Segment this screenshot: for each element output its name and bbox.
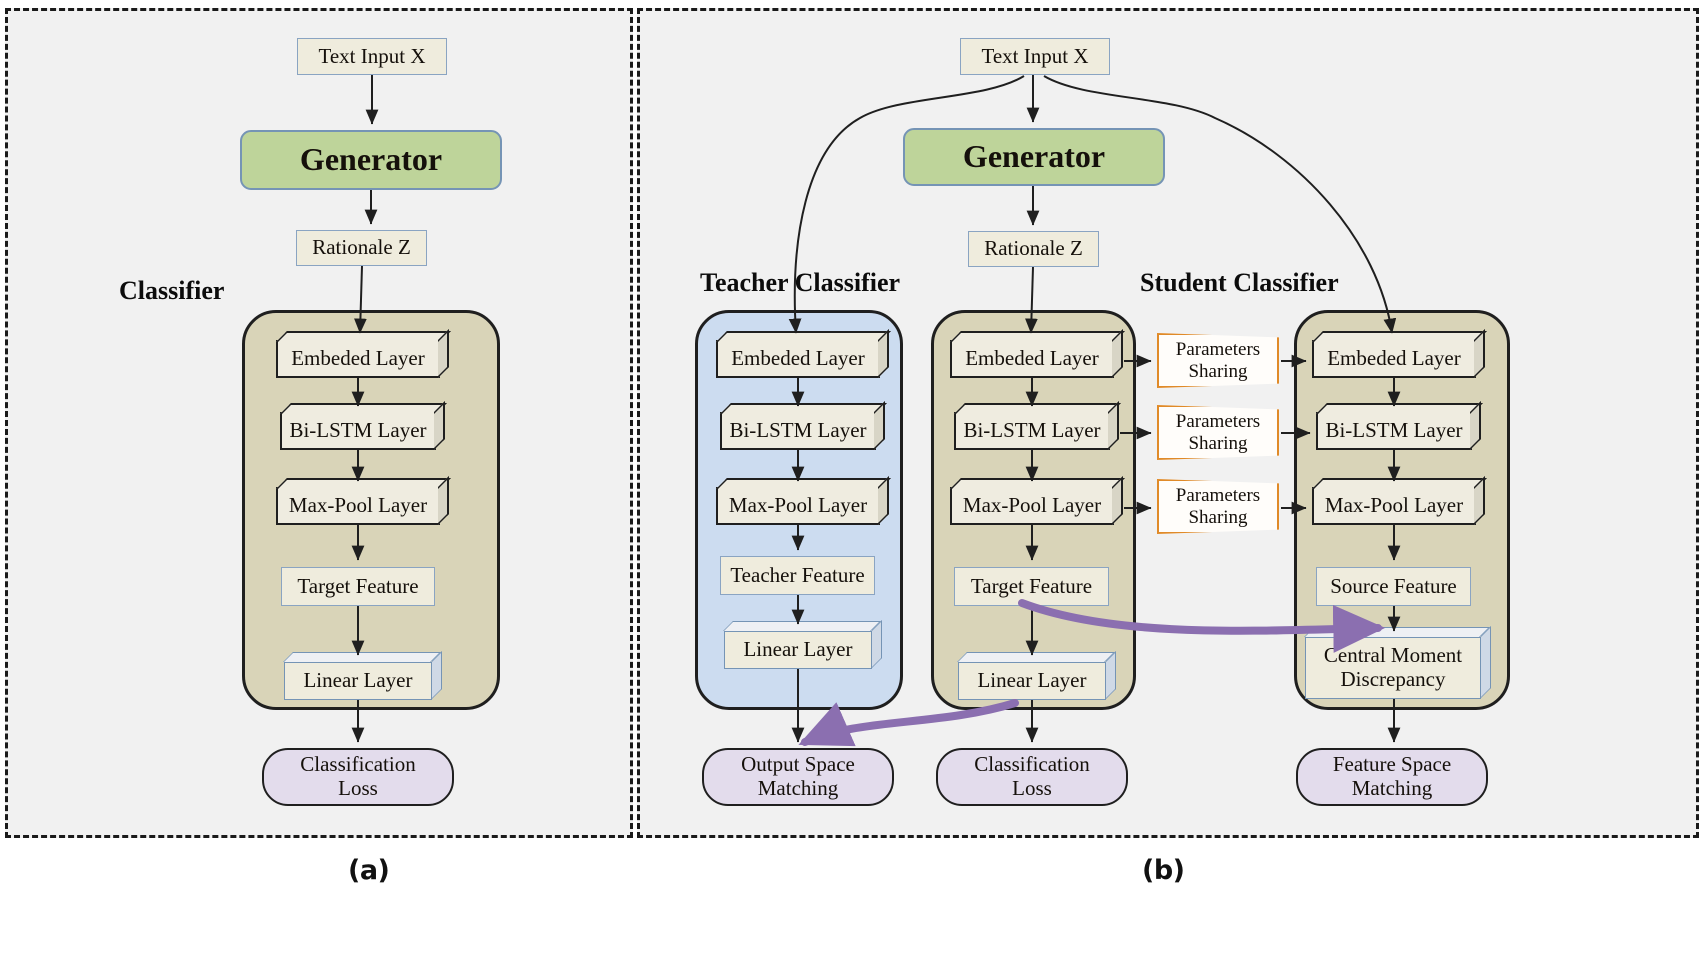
b-student-source-feature-node: Source Feature [1316, 567, 1471, 606]
a-classification-loss-node: Classification Loss [262, 748, 454, 806]
b-feature-space-matching-node: Feature Space Matching [1296, 748, 1488, 806]
b-teacher-maxpool-layer-node: Max-Pool Layer [716, 487, 880, 525]
a-loss-line1: Classification [300, 752, 416, 777]
b-teacher-linear-layer-node: Linear Layer [724, 631, 872, 669]
b-middle-linear-layer-node: Linear Layer [958, 662, 1106, 700]
a-loss-line2: Loss [338, 776, 378, 800]
b-classification-loss-node: Classification Loss [936, 748, 1128, 806]
cmd-line2: Discrepancy [1340, 667, 1446, 691]
b-middle-target-feature-node: Target Feature [954, 567, 1109, 606]
a-maxpool-layer-node: Max-Pool Layer [276, 487, 440, 525]
a-rationale-node: Rationale Z [296, 230, 427, 266]
b-teacher-embedded-layer-node: Embeded Layer [716, 340, 880, 378]
a-bilstm-layer-node: Bi-LSTM Layer [280, 412, 436, 450]
b-student-bilstm-layer-node: Bi-LSTM Layer [1316, 412, 1472, 450]
a-text-input-node: Text Input X [297, 38, 447, 75]
b-rationale-node: Rationale Z [968, 231, 1099, 267]
b-parameters-sharing-1: Parameters Sharing [1157, 333, 1279, 388]
b-student-embedded-layer-node: Embeded Layer [1312, 340, 1476, 378]
b-student-classifier-label: Student Classifier [1140, 268, 1339, 297]
b-student-loss-line2: Matching [1351, 776, 1433, 800]
b-middle-loss-line1: Classification [974, 752, 1090, 777]
b-teacher-loss-line2: Matching [757, 776, 839, 800]
b-teacher-feature-node: Teacher Feature [720, 556, 875, 595]
a-linear-layer-node: Linear Layer [284, 662, 432, 700]
a-generator-node: Generator [240, 130, 502, 190]
cmd-line1: Central Moment [1323, 643, 1463, 668]
sharing-3-line2: Sharing [1188, 506, 1248, 528]
b-parameters-sharing-2: Parameters Sharing [1157, 405, 1279, 460]
b-middle-bilstm-layer-node: Bi-LSTM Layer [954, 412, 1110, 450]
b-middle-embedded-layer-node: Embeded Layer [950, 340, 1114, 378]
b-central-moment-discrepancy-node: Central Moment Discrepancy [1305, 637, 1481, 699]
b-parameters-sharing-3: Parameters Sharing [1157, 479, 1279, 534]
b-text-input-node: Text Input X [960, 38, 1110, 75]
a-embedded-layer-node: Embeded Layer [276, 340, 440, 378]
b-teacher-classifier-label: Teacher Classifier [700, 268, 901, 297]
a-target-feature-node: Target Feature [281, 567, 435, 606]
panel-b-caption: (b) [1142, 855, 1185, 886]
b-teacher-bilstm-layer-node: Bi-LSTM Layer [720, 412, 876, 450]
sharing-2-line2: Sharing [1188, 432, 1248, 454]
sharing-1-line2: Sharing [1188, 360, 1248, 382]
b-middle-maxpool-layer-node: Max-Pool Layer [950, 487, 1114, 525]
b-generator-node: Generator [903, 128, 1165, 186]
b-output-space-matching-node: Output Space Matching [702, 748, 894, 806]
b-teacher-loss-line1: Output Space [741, 752, 855, 777]
panel-a-caption: (a) [348, 855, 390, 886]
b-student-maxpool-layer-node: Max-Pool Layer [1312, 487, 1476, 525]
b-student-loss-line1: Feature Space [1332, 752, 1452, 777]
b-middle-loss-line2: Loss [1012, 776, 1052, 800]
sharing-1-line1: Parameters [1175, 339, 1261, 361]
sharing-2-line1: Parameters [1175, 411, 1261, 433]
sharing-3-line1: Parameters [1175, 485, 1261, 507]
a-classifier-label: Classifier [119, 276, 225, 305]
